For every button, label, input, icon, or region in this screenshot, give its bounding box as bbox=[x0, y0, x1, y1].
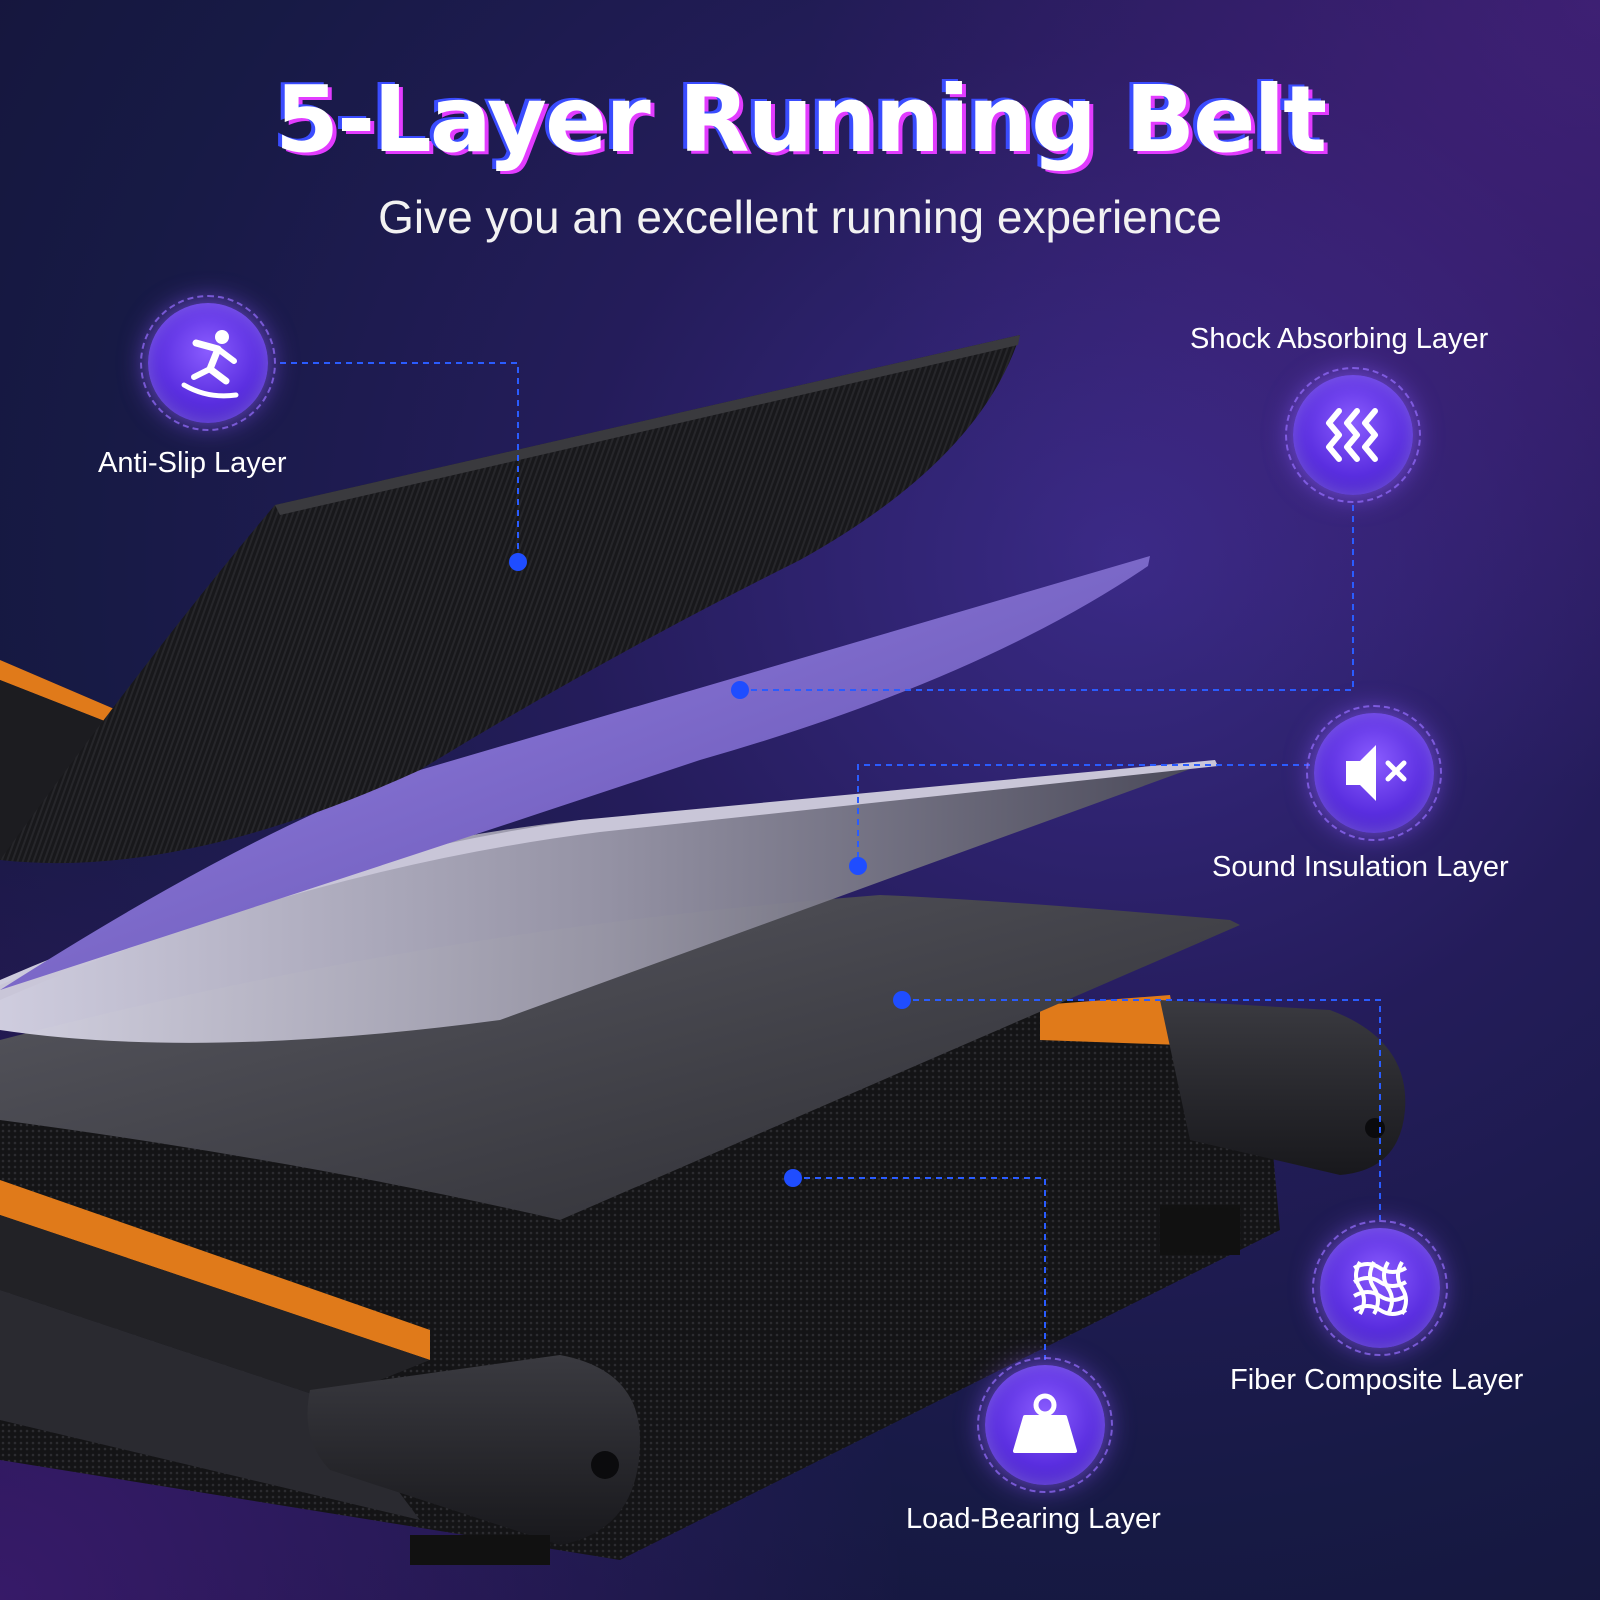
load-bearing-dot bbox=[784, 1169, 802, 1187]
shock-absorbing-dot bbox=[731, 681, 749, 699]
rear-roller-hole bbox=[1365, 1118, 1385, 1138]
shock-absorbing-foam bbox=[0, 556, 1150, 990]
front-roller-cap bbox=[307, 1355, 640, 1545]
load-bearing-label: Load-Bearing Layer bbox=[906, 1503, 1161, 1535]
woven-fiber-icon bbox=[1312, 1220, 1448, 1356]
side-stripe-right bbox=[1040, 995, 1180, 1045]
page-title: 5-Layer Running Belt bbox=[274, 66, 1327, 173]
treadmill-base bbox=[0, 660, 1406, 1565]
rear-roller-cap bbox=[1160, 1000, 1406, 1175]
side-rail-lower bbox=[0, 1290, 420, 1520]
fiber-composite-dot bbox=[893, 991, 911, 1009]
back-stripe bbox=[0, 660, 140, 735]
wave-lines-icon bbox=[1285, 367, 1421, 503]
slip-person-icon bbox=[140, 295, 276, 431]
anti-slip-label: Anti-Slip Layer bbox=[98, 447, 287, 479]
sound-insulation-dot bbox=[849, 857, 867, 875]
side-stripe-left bbox=[0, 1180, 430, 1360]
rear-foot bbox=[1160, 1205, 1240, 1255]
anti-slip-edge bbox=[275, 335, 1020, 515]
page-subtitle: Give you an excellent running experience bbox=[378, 191, 1222, 243]
roller-hole bbox=[591, 1451, 619, 1479]
anti-slip-belt bbox=[0, 335, 1020, 864]
connector-lines bbox=[280, 362, 1381, 1360]
fiber-composite-label: Fiber Composite Layer bbox=[1230, 1364, 1524, 1396]
anti-slip-dot bbox=[509, 553, 527, 571]
front-foot bbox=[410, 1535, 550, 1565]
fiber-composite-sheet bbox=[0, 760, 1215, 1043]
speaker-mute-icon bbox=[1306, 705, 1442, 841]
weight-icon bbox=[977, 1357, 1113, 1493]
sound-insulation-label: Sound Insulation Layer bbox=[1212, 851, 1509, 883]
shock-absorbing-label: Shock Absorbing Layer bbox=[1190, 323, 1489, 355]
side-rail-left bbox=[0, 1215, 430, 1400]
connector-dots bbox=[509, 553, 911, 1187]
